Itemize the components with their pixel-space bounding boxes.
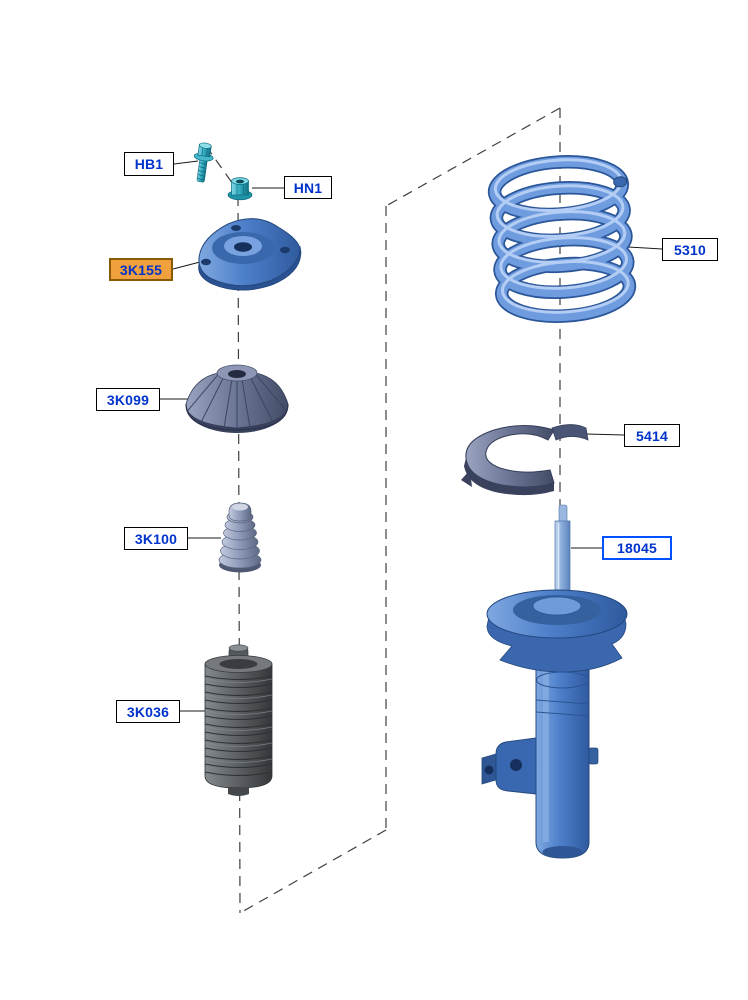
leader-5414 bbox=[585, 433, 625, 436]
leader-lines bbox=[160, 160, 663, 712]
part-spring-seat bbox=[461, 424, 589, 496]
part-nut-icon bbox=[227, 177, 253, 201]
part-bolt-icon bbox=[193, 142, 214, 183]
part-label-hn1[interactable]: HN1 bbox=[284, 176, 332, 199]
part-label-5414[interactable]: 5414 bbox=[624, 424, 680, 447]
part-strut bbox=[481, 504, 628, 859]
part-label-3k036[interactable]: 3K036 bbox=[116, 700, 180, 723]
leader-hb1 bbox=[173, 160, 199, 165]
part-coil-spring bbox=[487, 155, 637, 323]
part-label-3k099[interactable]: 3K099 bbox=[96, 388, 160, 411]
part-bearing bbox=[185, 364, 289, 433]
part-label-5310[interactable]: 5310 bbox=[662, 238, 718, 261]
part-dust-boot bbox=[204, 644, 273, 796]
part-bump-stop bbox=[218, 502, 262, 573]
part-label-3k155[interactable]: 3K155 bbox=[109, 258, 173, 281]
leader-5310 bbox=[627, 246, 663, 250]
axis-left-bolt-segment bbox=[205, 145, 241, 195]
part-label-18045[interactable]: 18045 bbox=[602, 536, 672, 560]
part-label-3k100[interactable]: 3K100 bbox=[124, 527, 188, 550]
projection-line-bottom bbox=[239, 829, 387, 914]
leader-3k155 bbox=[172, 261, 201, 270]
projection-outline bbox=[239, 107, 561, 914]
part-label-hb1[interactable]: HB1 bbox=[124, 152, 174, 176]
part-strut-top-mount bbox=[198, 218, 302, 291]
